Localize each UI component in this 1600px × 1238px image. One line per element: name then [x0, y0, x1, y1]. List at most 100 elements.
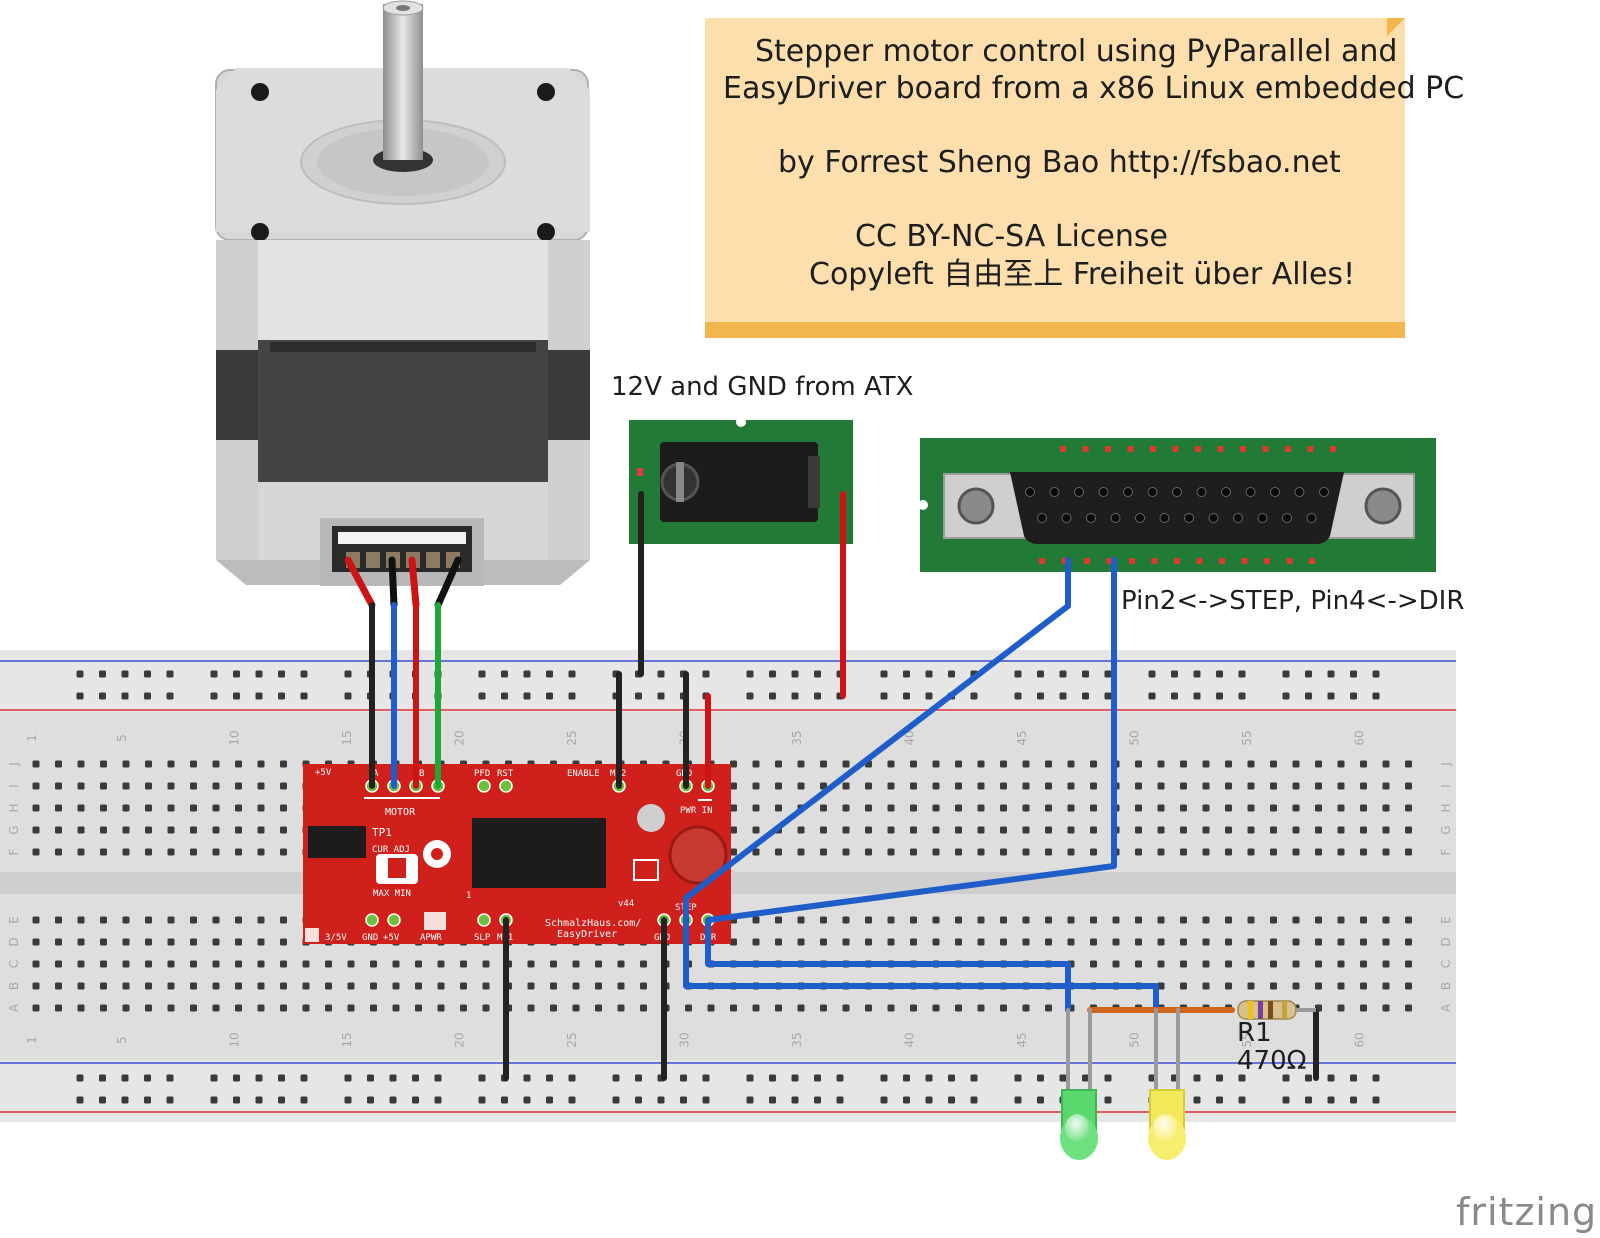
breadboard-hole — [752, 1004, 760, 1012]
rail-hole — [1350, 670, 1357, 678]
ed-max-min: MAX MIN — [373, 889, 411, 899]
breadboard-hole — [820, 760, 827, 768]
breadboard-hole — [1270, 804, 1277, 812]
breadboard-hole — [1225, 960, 1232, 968]
db25-pin — [1294, 487, 1305, 497]
breadboard-hole — [1202, 782, 1210, 790]
breadboard-hole — [820, 826, 827, 834]
ed-pad-top — [499, 779, 513, 793]
breadboard-hole — [910, 782, 917, 790]
breadboard-hole — [1022, 760, 1030, 768]
column-number: 5 — [115, 1036, 129, 1044]
breadboard-hole — [1405, 1004, 1412, 1012]
rail-hole — [233, 1074, 240, 1082]
breadboard-hole — [1180, 782, 1187, 790]
rail-hole — [836, 1096, 844, 1104]
breadboard-hole — [977, 804, 985, 812]
db25-pin — [1270, 487, 1280, 497]
breadboard-hole — [55, 982, 62, 990]
breadboard-hole — [325, 1004, 332, 1012]
db25-pin — [1098, 487, 1109, 497]
column-number: 5 — [115, 734, 129, 742]
breadboard-hole — [865, 848, 872, 856]
db25-pad — [1195, 446, 1201, 452]
rail-hole — [1305, 692, 1312, 700]
rail-hole — [1327, 1096, 1335, 1104]
breadboard-hole — [370, 960, 377, 968]
breadboard-hole — [1315, 916, 1322, 924]
breadboard-hole — [122, 782, 130, 790]
breadboard-hole — [122, 982, 130, 990]
breadboard-hole — [1315, 982, 1322, 990]
rail-hole — [1372, 1074, 1380, 1082]
rail-hole — [903, 1096, 910, 1104]
breadboard-hole — [1315, 848, 1322, 856]
breadboard-hole — [32, 804, 40, 812]
breadboard-hole — [235, 938, 242, 946]
breadboard-hole — [235, 782, 242, 790]
breadboard-hole — [887, 848, 895, 856]
breadboard-hole — [775, 804, 782, 812]
rail-hole — [144, 692, 151, 700]
breadboard-hole — [1247, 916, 1255, 924]
breadboard-hole — [280, 782, 287, 790]
rail-hole — [1238, 670, 1246, 678]
rail-hole — [1282, 670, 1290, 678]
row-letter: I — [1439, 784, 1453, 788]
breadboard-hole — [437, 960, 445, 968]
breadboard-hole — [1382, 982, 1390, 990]
rail-hole — [210, 1096, 218, 1104]
breadboard-hole — [32, 938, 40, 946]
breadboard-hole — [145, 760, 152, 768]
breadboard-hole — [1135, 848, 1142, 856]
dc-power-jack — [629, 417, 853, 544]
column-number: 40 — [903, 730, 917, 745]
breadboard-hole — [482, 1004, 490, 1012]
breadboard-hole — [1090, 782, 1097, 790]
breadboard-hole — [1270, 782, 1277, 790]
rail-hole — [300, 692, 308, 700]
rail-hole — [278, 692, 285, 700]
breadboard-hole — [820, 804, 827, 812]
breadboard-hole — [977, 916, 985, 924]
rail-hole — [746, 1074, 754, 1082]
ed-pin-rst: RST — [497, 769, 514, 779]
breadboard-hole — [235, 960, 242, 968]
rail-hole — [1037, 1074, 1044, 1082]
column-number: 60 — [1353, 730, 1367, 745]
breadboard-hole — [1022, 1004, 1030, 1012]
db25-pin — [1061, 513, 1072, 523]
breadboard-hole — [1202, 760, 1210, 768]
rail-hole — [1305, 1096, 1312, 1104]
wire-pin4-dir — [705, 557, 1117, 1013]
rail-hole — [970, 1096, 978, 1104]
motor-lead-red-2 — [408, 556, 420, 609]
breadboard-hole — [1157, 848, 1165, 856]
rail-hole — [1327, 1074, 1335, 1082]
breadboard-hole — [797, 826, 805, 834]
breadboard-hole — [122, 916, 130, 924]
column-number: 50 — [1128, 1032, 1142, 1047]
breadboard-hole — [100, 982, 107, 990]
column-number: 1 — [25, 734, 39, 742]
rail-hole — [300, 1074, 308, 1082]
ed-pin-pwr-in: PWR IN — [680, 806, 713, 816]
breadboard-hole — [932, 1004, 940, 1012]
db25-pin — [1257, 513, 1268, 523]
breadboard-hole — [1270, 982, 1277, 990]
rail-hole — [568, 670, 576, 678]
breadboard-hole — [752, 938, 760, 946]
db25-pin — [1159, 513, 1170, 523]
breadboard-hole — [190, 938, 197, 946]
breadboard-hole — [797, 1004, 805, 1012]
ed-version: v44 — [618, 899, 634, 909]
breadboard-hole — [1247, 938, 1255, 946]
rail-hole — [166, 1096, 174, 1104]
note-line-5: Copyleft 自由至上 Freiheit über Alles! — [809, 257, 1356, 292]
column-number: 45 — [1015, 730, 1029, 745]
breadboard-hole — [280, 938, 287, 946]
ed-pad-bottom — [387, 913, 401, 927]
breadboard-hole — [460, 960, 467, 968]
breadboard-hole — [257, 938, 265, 946]
rail-hole — [501, 1096, 508, 1104]
